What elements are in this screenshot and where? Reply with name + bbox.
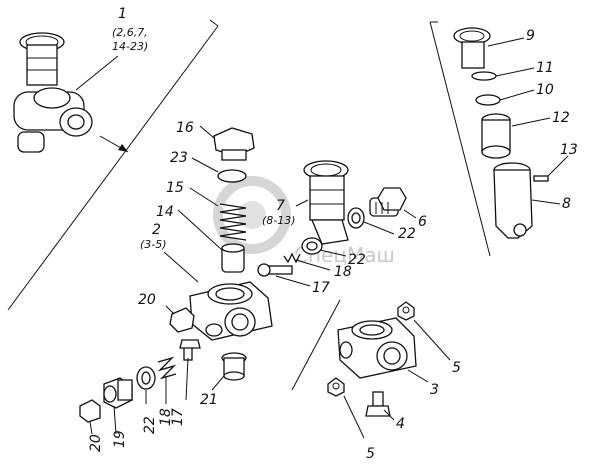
label-19: 19 (112, 430, 128, 448)
part-12-sleeve (481, 113, 551, 159)
part-15-spring (189, 187, 247, 241)
label-16: 16 (176, 120, 194, 136)
label-13: 13 (560, 142, 578, 158)
label-17-lower: 17 (170, 408, 186, 426)
part-22-washer-center (301, 237, 347, 257)
label-3: 3 (430, 382, 439, 398)
part-17-bolt-upper (257, 263, 311, 287)
part-7-pump-cylinder (295, 160, 349, 245)
part-5-nut-lower (327, 377, 365, 439)
label-1-sub1: (2,6,7, (112, 26, 148, 39)
label-7: 7 (276, 198, 285, 214)
callout-labels: 1 (2,6,7, 14-23) 2 (3-5) 3 4 5 5 6 7 (8-… (88, 6, 578, 462)
part-5-nut-upper (397, 301, 451, 361)
label-10: 10 (536, 82, 554, 98)
part-4-bleed-screw (365, 391, 395, 421)
label-20-upper: 20 (138, 292, 156, 308)
separator-line-left (7, 25, 219, 311)
part-18-spring-lower (157, 356, 177, 404)
label-15: 15 (166, 180, 184, 196)
part-17-bolt-lower (179, 339, 201, 401)
part-22-washer-right (347, 207, 395, 235)
part-10-ring (475, 89, 535, 106)
part-9-plunger (453, 27, 525, 69)
label-18-upper: 18 (334, 264, 352, 280)
label-5-upper: 5 (452, 360, 461, 376)
label-11: 11 (536, 60, 554, 76)
label-2-sub: (3-5) (140, 238, 167, 251)
part-2-valve-body (163, 251, 273, 341)
label-1: 1 (118, 6, 127, 22)
label-20-lower: 20 (88, 434, 104, 452)
part-21-bushing (211, 352, 247, 391)
part-18-spring-upper (283, 252, 331, 271)
part-14-spring-seat (177, 209, 245, 273)
label-18-lower: 18 (158, 408, 174, 426)
label-2: 2 (152, 222, 161, 238)
label-14: 14 (156, 204, 174, 220)
separator-line-bottom (291, 299, 341, 391)
part-13-pin (533, 155, 569, 182)
label-1-sub2: 14-23) (112, 40, 148, 53)
part-11-ring (471, 67, 535, 81)
part-8-pushrod (493, 162, 561, 239)
part-1-pump-assembly (13, 32, 129, 153)
label-6: 6 (418, 214, 427, 230)
label-22-lower: 22 (142, 416, 158, 434)
part-3-valve-body (337, 317, 429, 383)
part-22-washer-lower (136, 366, 156, 404)
separator-line-right (429, 21, 491, 257)
part-19-union-fitting (103, 377, 133, 435)
part-16-plug-cap (199, 125, 255, 161)
label-21: 21 (200, 392, 218, 408)
part-23-sealing-ring (191, 157, 247, 183)
label-9: 9 (526, 28, 535, 44)
label-7-sub: (8-13) (262, 214, 296, 227)
label-22-right: 22 (398, 226, 416, 242)
part-6-check-valve (369, 187, 417, 219)
label-4: 4 (396, 416, 405, 432)
label-22-center: 22 (348, 252, 366, 268)
label-5-lower: 5 (366, 446, 375, 462)
label-12: 12 (552, 110, 570, 126)
label-17-upper: 17 (312, 280, 330, 296)
label-23: 23 (170, 150, 188, 166)
label-8: 8 (562, 196, 571, 212)
part-20-plug-lower (79, 399, 101, 435)
part-20-plug-upper (165, 305, 195, 333)
